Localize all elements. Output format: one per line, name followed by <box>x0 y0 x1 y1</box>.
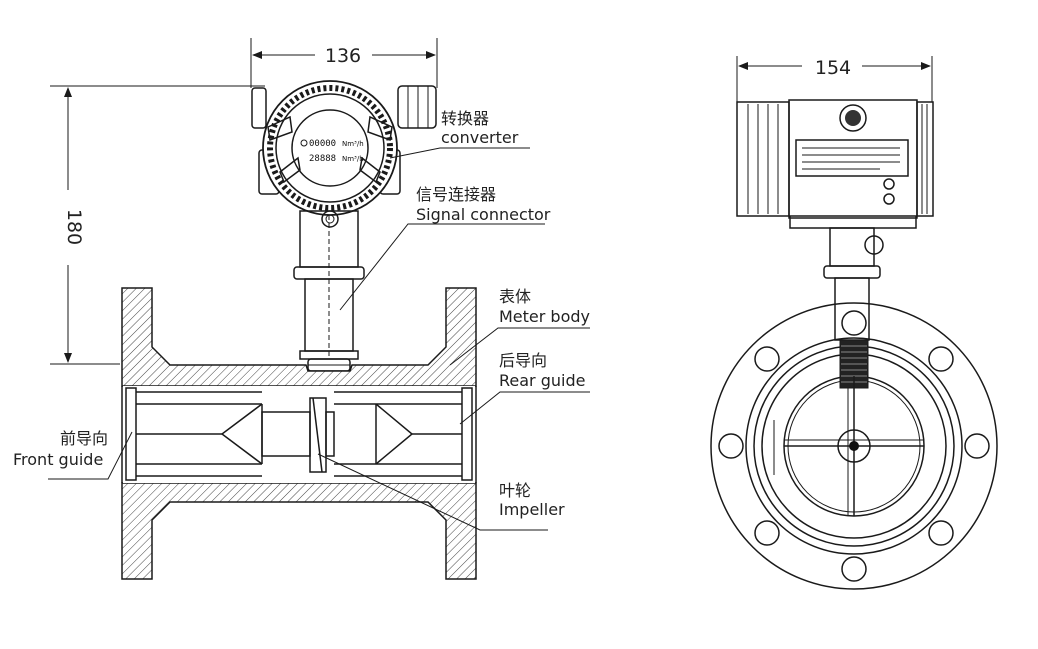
lcd-line1-unit: Nm³/h <box>342 140 364 148</box>
label-impeller-en: Impeller <box>499 500 565 519</box>
label-converter-en: converter <box>441 128 519 147</box>
side-view: 154 <box>710 56 998 590</box>
dimension-136: 136 <box>250 38 438 88</box>
leader-lines <box>48 147 590 531</box>
dimension-154-text: 154 <box>815 57 851 79</box>
lcd-display: 00000 Nm³/h 28888 Nm³/h <box>300 139 364 164</box>
neck-side <box>823 227 884 341</box>
dimension-180-text: 180 <box>63 209 85 245</box>
converter-head: 00000 Nm³/h 28888 Nm³/h <box>251 80 437 228</box>
dimension-180: 180 <box>50 85 265 365</box>
signal-connector-neck <box>293 210 365 372</box>
label-meter-body-en: Meter body <box>499 307 590 326</box>
dimension-136-text: 136 <box>325 45 361 67</box>
bolt-holes <box>718 310 990 582</box>
part-labels: 转换器 converter 信号连接器 Signal connector 表体 … <box>13 109 590 519</box>
label-front-guide-en: Front guide <box>13 450 103 469</box>
internal-guides <box>121 386 477 483</box>
label-rear-guide-en: Rear guide <box>499 371 585 390</box>
dimension-154: 154 <box>736 56 933 102</box>
label-impeller-cn: 叶轮 <box>499 481 531 500</box>
label-meter-body-cn: 表体 <box>499 287 531 306</box>
label-signal-connector-en: Signal connector <box>416 205 551 224</box>
lcd-line2-unit: Nm³/h <box>342 155 364 163</box>
label-signal-connector-cn: 信号连接器 <box>416 185 496 204</box>
label-rear-guide-cn: 后导向 <box>499 351 547 370</box>
front-view: 136 180 <box>13 38 590 580</box>
lcd-line1-value: 00000 <box>309 139 336 149</box>
label-front-guide-cn: 前导向 <box>60 429 108 448</box>
label-converter-cn: 转换器 <box>441 109 489 128</box>
meter-body-section <box>121 287 477 580</box>
flange-front <box>710 302 998 590</box>
converter-side <box>736 99 934 229</box>
lcd-line2-value: 28888 <box>309 154 336 164</box>
